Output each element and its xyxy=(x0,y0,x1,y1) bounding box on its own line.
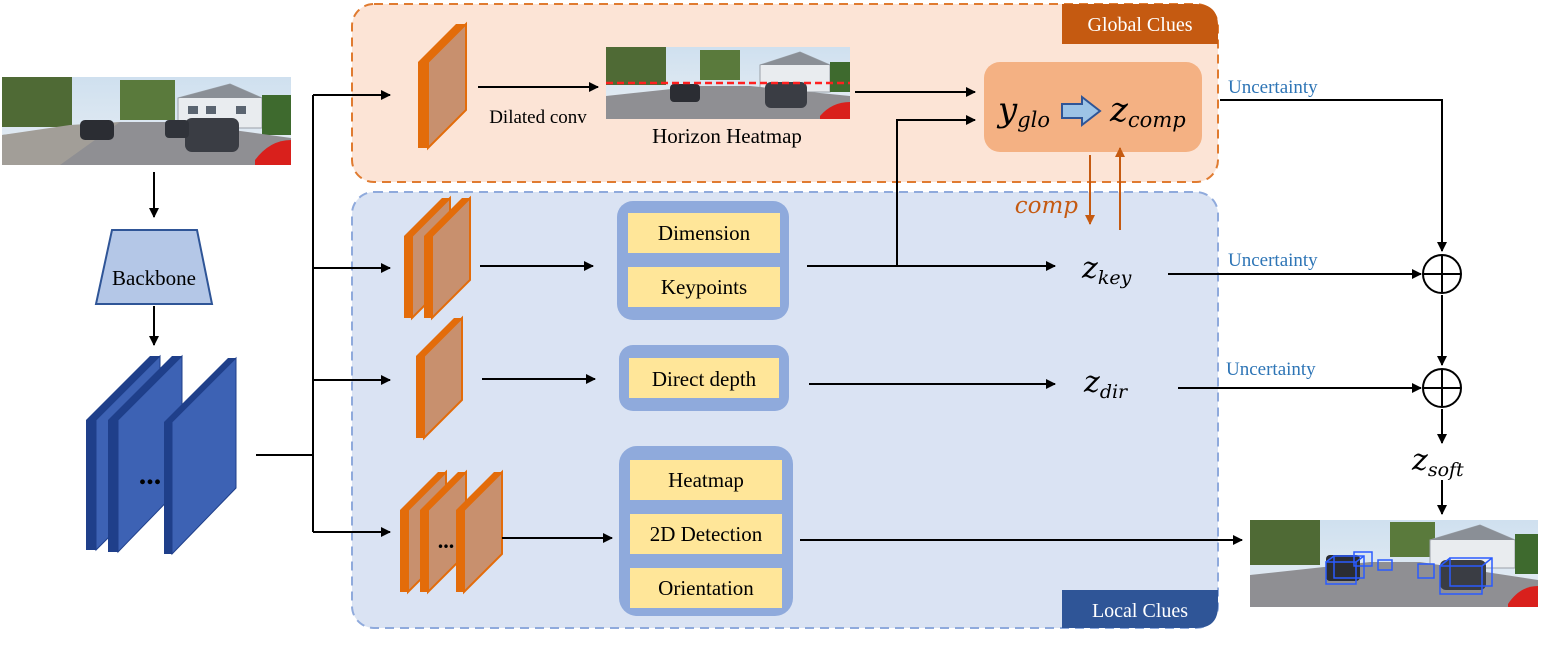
detection-output-group: Heatmap 2D Detection Orientation xyxy=(619,446,793,616)
fusion-plus-1-icon xyxy=(1422,254,1462,294)
direct-depth-group: Direct depth xyxy=(619,345,789,411)
comp-arrows xyxy=(1085,147,1125,230)
direct-depth-label: Direct depth xyxy=(652,367,757,391)
local-clues-tag xyxy=(1062,590,1218,628)
global-clues-label: Global Clues xyxy=(1088,14,1193,36)
uncertainty-label-key: Uncertainty xyxy=(1228,250,1318,271)
backbone-label: Backbone xyxy=(112,266,196,290)
keypoint-output-group: Dimension Keypoints xyxy=(617,201,789,320)
keypoints-box xyxy=(628,267,780,307)
fusion-plus-2-icon xyxy=(1422,368,1462,408)
transform-arrow-icon xyxy=(1061,94,1102,128)
horizon-heatmap-image xyxy=(606,47,850,119)
dilated-conv-label: Dilated conv xyxy=(489,107,587,128)
local-clues-region: Local Clues xyxy=(351,191,1219,629)
detection-2d-box xyxy=(630,514,782,554)
global-conv-head xyxy=(418,21,467,151)
comp-label: comp xyxy=(1015,193,1079,219)
keypoint-conv-head xyxy=(404,195,471,321)
uncertainty-label-dir: Uncertainty xyxy=(1226,359,1316,380)
fusion-lines xyxy=(1168,99,1447,515)
global-clues-tag xyxy=(1062,4,1218,44)
distribution-lines xyxy=(256,90,391,537)
detection-head-ellipsis: ... xyxy=(438,528,455,553)
feature-map-stack: ... xyxy=(86,354,237,556)
keypoints-label: Keypoints xyxy=(661,275,747,299)
output-image xyxy=(1250,520,1538,607)
uncertainty-label-global: Uncertainty xyxy=(1228,77,1318,98)
local-clues-label: Local Clues xyxy=(1092,600,1188,622)
feature-stack-ellipsis: ... xyxy=(139,458,162,491)
keypoint-flow-lines xyxy=(807,115,1056,271)
orientation-box xyxy=(630,568,782,608)
depth-conv-head xyxy=(416,315,463,441)
z-key-symbol: zkey xyxy=(1081,251,1132,289)
z-comp-symbol: zcomp xyxy=(1109,90,1186,132)
detection-boxes xyxy=(1325,551,1493,595)
detection-conv-head: ... xyxy=(400,469,503,595)
heatmap-box xyxy=(630,460,782,500)
orientation-label: Orientation xyxy=(658,576,754,600)
dimension-box xyxy=(628,213,780,253)
z-dir-symbol: zdir xyxy=(1083,365,1129,403)
backbone: Backbone xyxy=(94,229,214,305)
y-glo-symbol: yglo xyxy=(996,90,1050,132)
dimension-label: Dimension xyxy=(658,221,751,245)
detection-2d-label: 2D Detection xyxy=(650,522,763,546)
z-soft-symbol: zsoft xyxy=(1411,443,1464,481)
input-image xyxy=(2,77,291,165)
depth-compensation-box: yglo zcomp xyxy=(984,62,1202,152)
direct-depth-box xyxy=(629,358,779,398)
heatmap-label: Heatmap xyxy=(668,468,744,492)
horizon-heatmap-label: Horizon Heatmap xyxy=(652,124,802,148)
